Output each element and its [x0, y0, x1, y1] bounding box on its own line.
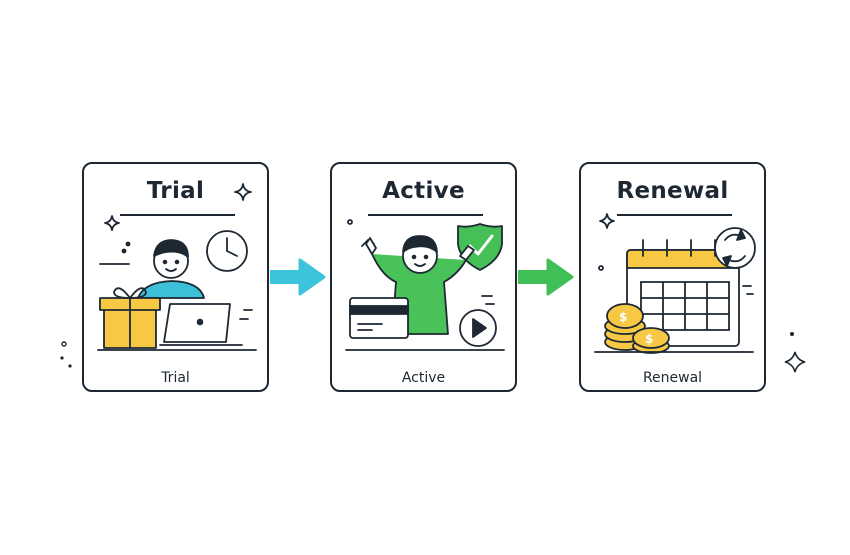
- calendar-icon: [626, 239, 740, 347]
- arrow-icon: [270, 258, 326, 296]
- title-underline: [120, 214, 235, 216]
- stage-card-renewal: Renewal: [579, 162, 766, 392]
- laptop-icon: [159, 303, 243, 346]
- svg-text:$: $: [645, 332, 653, 346]
- stage-card-active: Active: [330, 162, 517, 392]
- dot-decoration: [60, 356, 64, 360]
- dot-decoration: [61, 341, 67, 347]
- sparkle-icon: [104, 215, 120, 231]
- gift-icon: [99, 287, 161, 349]
- title-underline: [368, 214, 483, 216]
- stage-title: Renewal: [616, 178, 729, 204]
- arrow-icon: [518, 258, 574, 296]
- renewal-illustration: $ $: [594, 213, 756, 354]
- coins-icon: $ $: [604, 303, 670, 354]
- credit-card-icon: [349, 297, 409, 339]
- sparkle-icon: [234, 183, 252, 201]
- play-icon: [459, 309, 497, 347]
- sparkle-icon: [784, 351, 806, 373]
- stage-title: Trial: [146, 178, 205, 204]
- sparkle-icon: [599, 213, 615, 229]
- renew-icon: [714, 227, 756, 269]
- stage-caption: Trial: [161, 370, 190, 386]
- dot-decoration: [68, 364, 72, 368]
- svg-text:$: $: [619, 310, 627, 324]
- stage-caption: Active: [401, 370, 446, 386]
- dot-decoration: [790, 332, 794, 336]
- title-underline: [617, 214, 732, 216]
- trial-illustration: [97, 183, 257, 351]
- stage-card-trial: Trial: [82, 162, 269, 392]
- stage-caption: Renewal: [642, 370, 703, 386]
- stage-title: Active: [382, 178, 465, 204]
- clock-icon: [206, 230, 248, 272]
- person-trial: [137, 239, 205, 299]
- active-illustration: [345, 219, 505, 351]
